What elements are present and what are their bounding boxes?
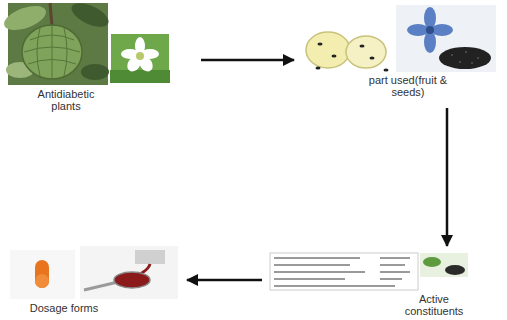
plant-stage-node: Dosage forms <box>5 244 183 320</box>
stage-caption: Active constituents <box>394 293 474 317</box>
caption-group: Active constituents <box>394 293 474 317</box>
plant-stage-node: Antidiabetic plants <box>5 0 197 114</box>
capsule-photo <box>10 250 75 299</box>
caption-group: part used(fruit & seeds) <box>360 74 456 98</box>
stage-caption: Dosage forms <box>9 302 119 314</box>
nigella-seeds-photo <box>396 5 496 72</box>
constituents-table-image <box>270 253 418 290</box>
flow-arrow <box>201 59 294 62</box>
custard-apple-photo <box>1 0 112 85</box>
flow-arrow <box>187 279 262 282</box>
stage-caption: Antidiabetic plants <box>25 88 107 112</box>
plant-stage-node: part used(fruit & seeds) <box>298 0 500 104</box>
fruit-and-seeds-photo <box>300 28 395 73</box>
syrup-spoon-photo <box>80 246 178 299</box>
flow-arrow <box>446 108 449 246</box>
stage-caption: part used(fruit & seeds) <box>360 74 456 98</box>
caption-group: Antidiabetic plants <box>25 88 107 112</box>
nigella-flower-photo <box>110 33 170 83</box>
plant-powder-photo <box>420 253 468 277</box>
plant-stage-node: Active constituents <box>266 250 492 320</box>
caption-group: Dosage forms <box>9 302 119 314</box>
